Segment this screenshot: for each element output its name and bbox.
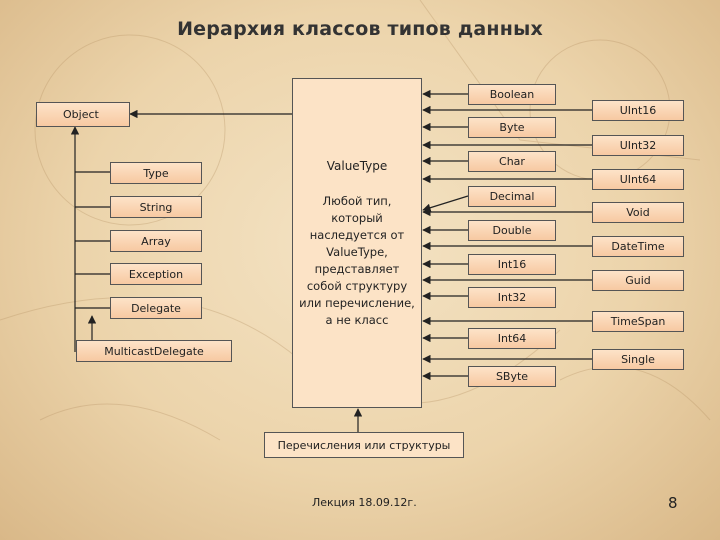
timespan-node: TimeSpan: [592, 311, 684, 332]
uint32-node: UInt32: [592, 135, 684, 156]
string-node: String: [110, 196, 202, 218]
valuetype-description: Любой тип, который наследуется от ValueT…: [299, 194, 415, 327]
type-node: Type: [110, 162, 202, 184]
page-title: Иерархия классов типов данных: [177, 18, 543, 40]
exception-node: Exception: [110, 263, 202, 285]
enum-struct-node: Перечисления или структуры: [264, 432, 464, 458]
byte-node: Byte: [468, 117, 556, 138]
void-node: Void: [592, 202, 684, 223]
single-node: Single: [592, 349, 684, 370]
double-node: Double: [468, 220, 556, 241]
valuetype-node: ValueType Любой тип, который наследуется…: [292, 78, 422, 408]
int64-node: Int64: [468, 328, 556, 349]
boolean-node: Boolean: [468, 84, 556, 105]
valuetype-title: ValueType: [326, 159, 388, 173]
int16-node: Int16: [468, 254, 556, 275]
sbyte-node: SByte: [468, 366, 556, 387]
array-node: Array: [110, 230, 202, 252]
multicastdelegate-node: MulticastDelegate: [76, 340, 232, 362]
uint64-node: UInt64: [592, 169, 684, 190]
int32-node: Int32: [468, 287, 556, 308]
uint16-node: UInt16: [592, 100, 684, 121]
char-node: Char: [468, 151, 556, 172]
datetime-node: DateTime: [592, 236, 684, 257]
delegate-node: Delegate: [110, 297, 202, 319]
decimal-node: Decimal: [468, 186, 556, 207]
guid-node: Guid: [592, 270, 684, 291]
footer-lecture: Лекция 18.09.12г.: [312, 496, 417, 509]
page-number: 8: [668, 494, 678, 512]
object-node: Object: [36, 102, 130, 127]
